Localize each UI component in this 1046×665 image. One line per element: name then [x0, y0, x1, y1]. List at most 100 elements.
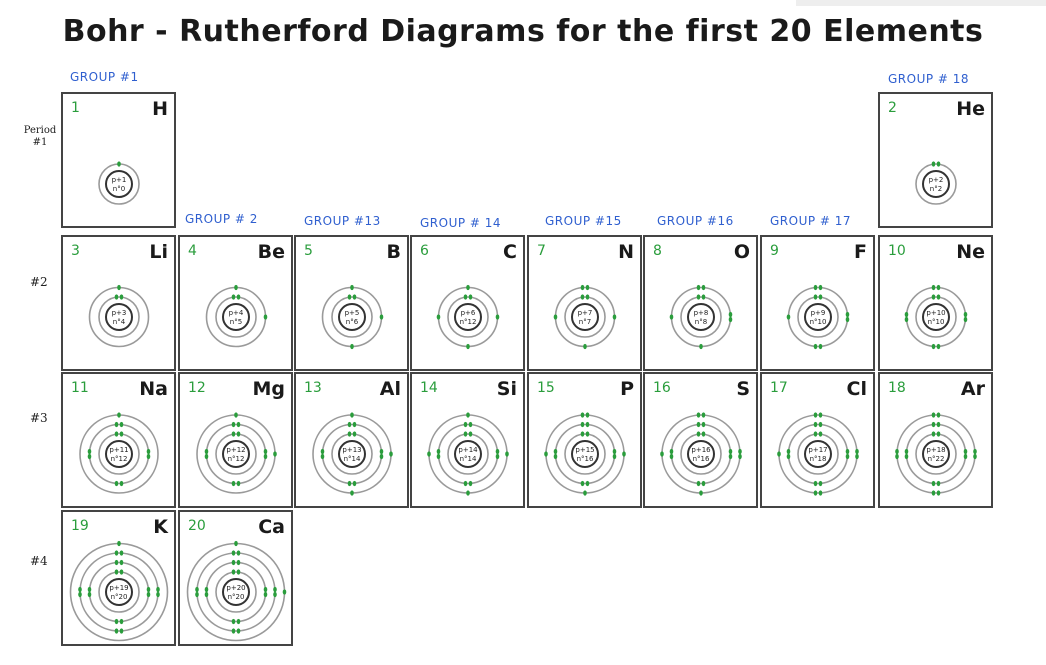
- electron: [119, 431, 124, 437]
- electron-shell: [797, 296, 839, 338]
- nucleus: [222, 303, 250, 331]
- atomic-number: 15: [537, 380, 555, 396]
- electron: [231, 618, 236, 625]
- electron: [117, 540, 121, 547]
- electron: [350, 412, 354, 418]
- proton-count: p+14: [458, 446, 478, 454]
- electron: [701, 412, 706, 418]
- electron: [236, 618, 241, 625]
- electron: [114, 618, 119, 625]
- electron-shell: [680, 433, 722, 475]
- electron: [114, 569, 119, 575]
- bohr-diagram: p+9n°10: [786, 284, 850, 350]
- electron: [436, 453, 441, 460]
- neutron-count: n°20: [228, 593, 245, 601]
- electron: [583, 343, 587, 350]
- electron: [350, 343, 354, 350]
- electron: [156, 591, 160, 598]
- electron: [468, 421, 473, 428]
- electron: [895, 453, 899, 460]
- electron: [580, 294, 585, 300]
- proton-count: p+12: [226, 446, 245, 454]
- electron: [231, 294, 236, 300]
- period-label: #3: [30, 411, 48, 425]
- proton-count: p+4: [229, 309, 244, 317]
- electron-shell: [447, 296, 489, 338]
- electron-shell: [215, 296, 257, 338]
- electron: [612, 448, 617, 455]
- electron: [236, 480, 241, 487]
- electron: [931, 343, 936, 350]
- element-symbol: N: [618, 241, 634, 263]
- electron: [818, 343, 823, 350]
- neutron-count: n°10: [810, 318, 827, 326]
- electron: [931, 284, 936, 291]
- proton-count: p+13: [342, 446, 361, 454]
- element-symbol: Si: [496, 378, 517, 400]
- electron: [585, 284, 590, 291]
- electron: [818, 480, 823, 487]
- electron: [936, 412, 941, 418]
- group-label: GROUP #13: [304, 214, 381, 228]
- bohr-diagram: p+7n°7: [553, 284, 617, 350]
- electron: [236, 569, 241, 575]
- proton-count: p+11: [109, 446, 128, 454]
- proton-count: p+17: [808, 446, 827, 454]
- electron: [813, 490, 818, 496]
- electron: [963, 316, 968, 323]
- electron: [904, 311, 909, 318]
- electron-shell: [98, 433, 140, 475]
- electron: [585, 412, 590, 418]
- element-symbol: O: [733, 241, 750, 263]
- electron: [701, 284, 706, 291]
- neutron-count: n°22: [928, 455, 945, 463]
- electron: [352, 294, 357, 300]
- electron: [117, 412, 121, 418]
- electron: [696, 421, 701, 428]
- electron: [973, 453, 977, 460]
- element-symbol: Ne: [956, 241, 985, 263]
- electron: [231, 431, 236, 437]
- electron: [263, 448, 268, 455]
- atomic-number: 2: [888, 100, 897, 116]
- electron: [845, 316, 850, 323]
- electron: [699, 343, 703, 350]
- electron: [963, 311, 968, 318]
- atomic-number: 3: [71, 243, 80, 259]
- electron: [463, 421, 468, 428]
- electron: [234, 540, 238, 547]
- electron: [931, 421, 936, 428]
- nucleus: [105, 170, 133, 198]
- electron: [818, 412, 823, 418]
- electron: [146, 591, 151, 598]
- proton-count: p+9: [811, 309, 826, 317]
- electron: [347, 421, 352, 428]
- element-symbol: Mg: [252, 378, 285, 400]
- nucleus: [105, 303, 133, 331]
- electron: [728, 453, 733, 460]
- electron: [263, 591, 268, 598]
- proton-count: p+15: [575, 446, 594, 454]
- nucleus: [922, 440, 950, 468]
- electron: [236, 550, 241, 556]
- bohr-diagram: p+20n°20: [186, 540, 287, 642]
- electron-shell: [98, 571, 140, 613]
- nucleus: [922, 170, 950, 198]
- atomic-number: 4: [188, 243, 197, 259]
- neutron-count: n°4: [113, 318, 126, 326]
- electron: [114, 480, 119, 487]
- bohr-diagram: p+16n°16: [660, 412, 742, 496]
- atomic-number: 14: [420, 380, 438, 396]
- electron-shell: [98, 296, 140, 338]
- bohr-diagram: p+11n°12: [79, 412, 159, 494]
- electron: [236, 431, 241, 437]
- bohr-diagram: p+13n°14: [312, 412, 393, 496]
- electron: [273, 451, 277, 457]
